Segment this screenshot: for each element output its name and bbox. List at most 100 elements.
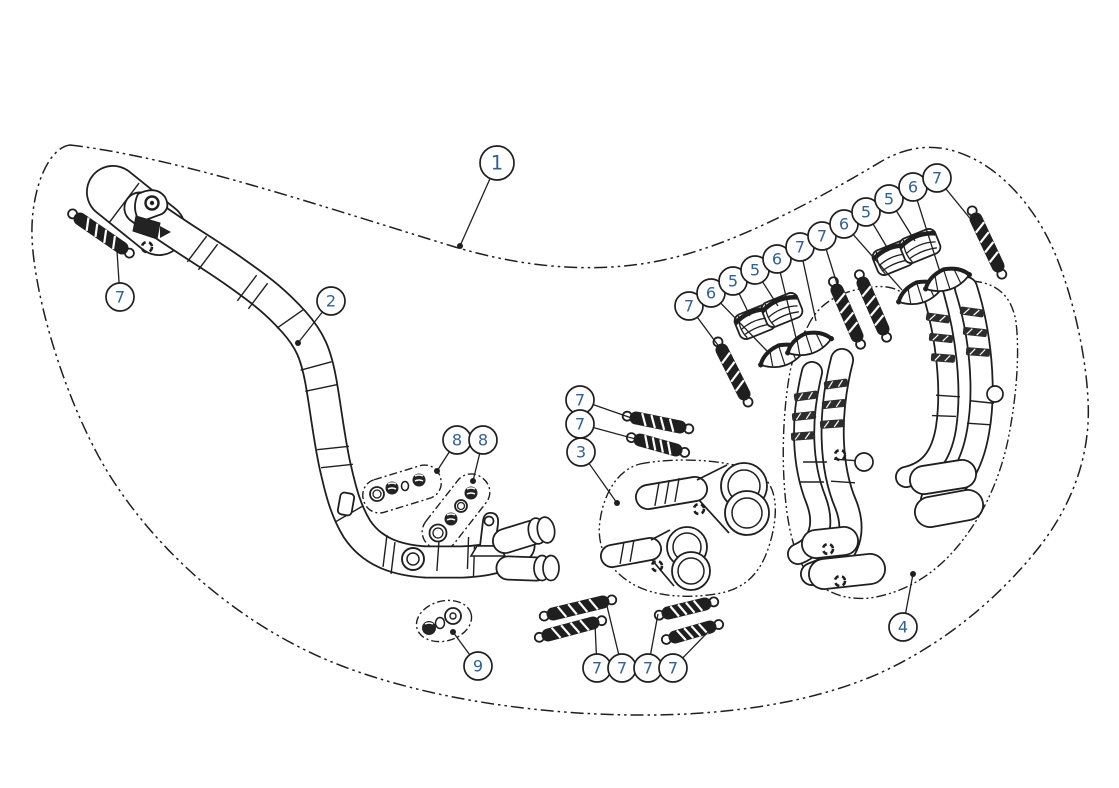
callout-9: 9 <box>450 629 493 681</box>
spring-coil-stripe <box>874 314 885 327</box>
spring-coil-stripe <box>651 437 657 451</box>
callout-6: 6 <box>696 278 769 353</box>
pipe-seam-line <box>830 480 856 484</box>
clamp-rib <box>943 270 951 289</box>
gasket-nut-rib <box>414 479 424 482</box>
spring-coil-stripe <box>111 235 117 250</box>
callout-circle <box>851 197 881 227</box>
spring-coil-stripe <box>668 418 675 433</box>
spring-coil-stripe <box>730 370 741 383</box>
pipe-seam-line <box>317 445 349 451</box>
callout-number: 8 <box>452 431 462 450</box>
clamp-line <box>770 311 799 324</box>
spring-coil-stripe <box>861 285 872 298</box>
callout-5: 5 <box>874 184 916 242</box>
pipe-seam-line <box>300 361 332 371</box>
clamp-item-6 <box>923 266 973 292</box>
clamp-rib <box>815 332 824 348</box>
header-stub-2-inner <box>809 554 885 589</box>
collector-upper-tube-inner <box>636 477 707 509</box>
clamp-rib <box>907 288 912 304</box>
heat-band-fill <box>790 431 816 441</box>
callout-number: 7 <box>668 659 678 678</box>
gasket-nut <box>464 486 478 500</box>
clamp-line <box>908 247 937 260</box>
callout-number: 7 <box>575 415 585 434</box>
leader-dot <box>457 243 463 249</box>
clamp-item-6 <box>785 330 835 356</box>
clamp-end-nub <box>923 286 929 292</box>
clamp-rim <box>923 266 971 290</box>
spring-coil <box>830 283 864 343</box>
leader-line <box>459 178 491 247</box>
spring-coil-stripe <box>690 625 702 637</box>
spring-coil-stripe <box>577 600 589 613</box>
spring-item-7 <box>966 205 1008 280</box>
clamp-end-nub <box>896 299 902 305</box>
heat-band <box>965 347 991 357</box>
spring-coil-stripe <box>979 231 990 244</box>
clamp-rim <box>785 330 833 354</box>
spring-coil-stripe <box>988 251 999 264</box>
heat-band-stripe <box>963 308 970 315</box>
leader-dot <box>614 500 620 506</box>
gasket-oval <box>400 480 410 492</box>
spring-coil <box>715 343 751 401</box>
leader-line <box>588 463 618 504</box>
heat-band <box>959 306 985 318</box>
bolt-head-rib <box>424 622 434 625</box>
callout-7: 7 <box>785 232 817 322</box>
heat-band-stripe <box>934 354 941 361</box>
callout-circle <box>922 163 952 193</box>
callout-7: 7 <box>606 605 637 683</box>
header-pipe-3-inner <box>896 286 958 487</box>
link-pipe-outlet-upper-inner <box>493 521 543 553</box>
heat-band-stripe <box>794 432 801 440</box>
spring-item-7 <box>653 596 720 621</box>
clamp-end-nub <box>785 350 791 356</box>
heat-band-fill <box>925 312 951 324</box>
gasket-ring-inner <box>372 489 382 499</box>
heat-band <box>821 398 847 410</box>
spring-coil-stripe <box>550 627 562 639</box>
heat-band-stripe <box>944 355 951 362</box>
gasket-nut-rib <box>466 492 476 495</box>
spring-coil-stripe <box>644 435 649 449</box>
callout-number: 5 <box>884 190 894 209</box>
pipe-seam-line <box>236 274 258 302</box>
callout-number: 8 <box>478 431 488 450</box>
heat-band-stripe <box>932 334 939 341</box>
spring-item-7 <box>538 594 618 622</box>
callout-7: 7 <box>582 623 612 683</box>
clamp-end-nub <box>758 362 764 368</box>
callout-5: 5 <box>851 197 889 250</box>
callout-circle <box>674 291 704 321</box>
clamp-endcap <box>902 239 913 263</box>
spring-coil-stripe <box>650 414 656 429</box>
collector-clip <box>650 559 664 573</box>
leader-line <box>802 260 817 322</box>
heat-band-stripe <box>827 381 834 389</box>
spring-item-7 <box>621 410 695 435</box>
leader-line <box>852 234 903 291</box>
callout-number: 4 <box>898 618 908 637</box>
leader-line <box>779 272 798 343</box>
header-flange-hole <box>986 385 1004 403</box>
heat-band-stripe <box>795 412 802 421</box>
pipe-seam-line <box>390 542 396 574</box>
spring-item-7 <box>854 269 892 343</box>
callout-number: 7 <box>817 227 827 246</box>
pipe-seam-line <box>654 482 660 506</box>
spring-coil <box>541 616 600 642</box>
spring-coil-stripe <box>984 241 995 254</box>
heat-band-stripe <box>835 399 842 408</box>
muffler-bracket-hole-center <box>149 200 155 206</box>
clamp-rib <box>934 275 939 291</box>
spring-coil-stripe <box>666 441 672 455</box>
leader-line <box>916 200 941 273</box>
heat-band-stripe <box>805 411 812 420</box>
callout-number: 7 <box>575 391 585 410</box>
heat-band-stripe <box>823 420 830 428</box>
callout-circle <box>874 184 904 214</box>
heat-band-stripe <box>979 349 986 356</box>
